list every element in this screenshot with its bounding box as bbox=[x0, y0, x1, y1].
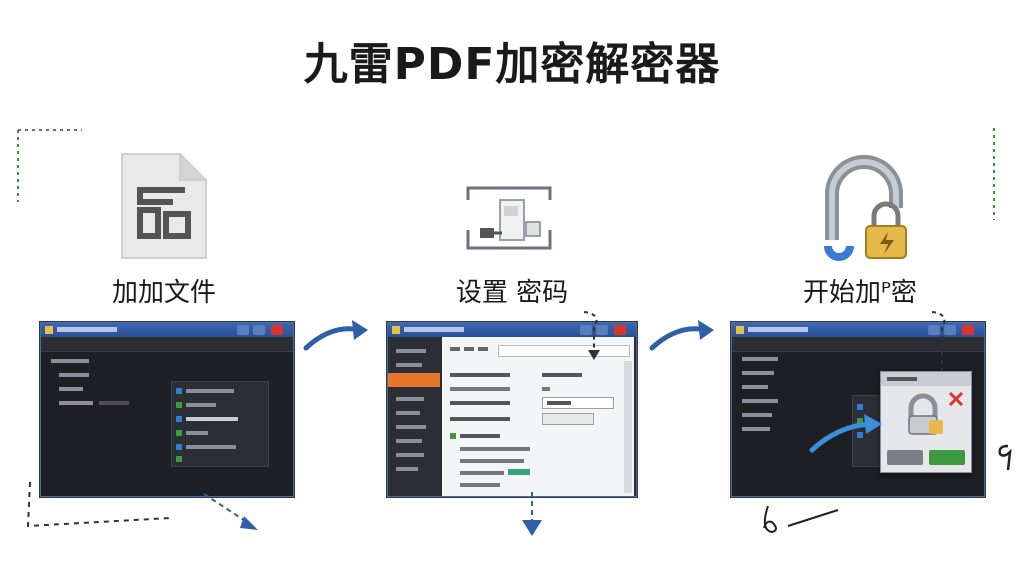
password-input[interactable] bbox=[542, 397, 614, 409]
dashed-arrow-icon bbox=[931, 311, 946, 370]
sidebar-item-active[interactable] bbox=[388, 373, 440, 387]
sidebar bbox=[388, 337, 440, 496]
dialog-cancel-button[interactable] bbox=[887, 450, 923, 465]
step-label-start-encrypt: 开始加ᴾ密 bbox=[803, 278, 917, 308]
maximize-button[interactable] bbox=[596, 325, 608, 335]
padlock-icon bbox=[824, 155, 907, 261]
app-icon bbox=[45, 326, 53, 334]
window-titlebar bbox=[732, 323, 984, 337]
dashed-connector bbox=[26, 481, 171, 528]
key-lock-settings-icon bbox=[466, 186, 552, 250]
pointer-arrow-icon bbox=[809, 414, 882, 453]
dialog-padlock-icon bbox=[908, 393, 943, 435]
scrollbar[interactable] bbox=[624, 361, 632, 493]
path-input[interactable] bbox=[498, 345, 630, 357]
window-titlebar bbox=[388, 323, 636, 337]
minimize-button[interactable] bbox=[237, 325, 249, 335]
page-title: 九雷PDF加密解密器 bbox=[303, 39, 721, 90]
close-button[interactable] bbox=[614, 325, 626, 335]
app-icon bbox=[736, 326, 744, 334]
dashed-arrow-icon bbox=[522, 492, 542, 536]
dashed-arrow-icon bbox=[203, 493, 258, 530]
highlight-tag bbox=[508, 469, 530, 475]
pdf-file-icon bbox=[121, 153, 207, 259]
scribble-decoration bbox=[763, 505, 839, 534]
file-list-panel bbox=[171, 381, 269, 467]
maximize-button[interactable] bbox=[944, 325, 956, 335]
close-button[interactable] bbox=[271, 325, 283, 335]
scribble-decoration bbox=[998, 444, 1012, 471]
dashed-arrow-icon bbox=[583, 311, 600, 360]
screenshot-start-encrypt bbox=[731, 322, 985, 497]
app-icon bbox=[392, 326, 400, 334]
screenshot-add-file bbox=[40, 322, 294, 497]
settings-panel bbox=[442, 337, 634, 496]
arrow-right-icon bbox=[303, 320, 368, 351]
corner-decoration-right bbox=[993, 128, 995, 220]
close-x-icon[interactable] bbox=[947, 390, 965, 408]
step-label-add-file: 加加文件 bbox=[111, 278, 216, 308]
encrypt-dialog bbox=[880, 371, 972, 473]
minimize-button[interactable] bbox=[928, 325, 940, 335]
arrow-right-icon bbox=[649, 320, 714, 351]
menu-bar bbox=[732, 337, 984, 352]
close-button[interactable] bbox=[962, 325, 974, 335]
minimize-button[interactable] bbox=[580, 325, 592, 335]
maximize-button[interactable] bbox=[253, 325, 265, 335]
corner-decoration-left bbox=[17, 129, 82, 202]
step-label-set-password: 设置 密码 bbox=[455, 278, 569, 308]
confirm-password-input[interactable] bbox=[542, 413, 594, 425]
dialog-confirm-button[interactable] bbox=[929, 450, 965, 465]
window-titlebar bbox=[41, 323, 293, 337]
menu-bar bbox=[41, 337, 293, 352]
